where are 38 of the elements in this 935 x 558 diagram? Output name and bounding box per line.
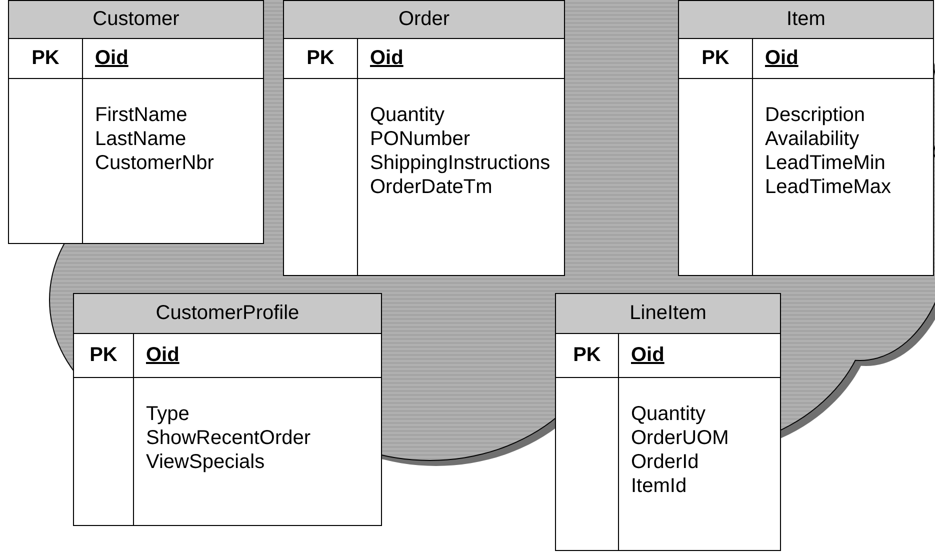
entity-table bbox=[678, 0, 934, 276]
attribute-field: Type bbox=[146, 402, 381, 426]
entity-table bbox=[8, 0, 264, 244]
primary-key-field: Oid bbox=[95, 47, 128, 70]
attribute-field: LastName bbox=[95, 127, 263, 151]
table-name: Order bbox=[398, 8, 450, 31]
attribute-field: PONumber bbox=[370, 127, 564, 151]
attribute-field: ViewSpecials bbox=[146, 450, 381, 474]
key-type: PK bbox=[9, 39, 83, 79]
attribute-field: OrderDateTm bbox=[370, 175, 564, 199]
table-name: Item bbox=[786, 8, 826, 31]
entity-table bbox=[283, 0, 565, 276]
attribute-field: Description bbox=[765, 103, 933, 127]
primary-key-field: Oid bbox=[370, 47, 404, 70]
key-type: PK bbox=[74, 334, 134, 378]
attribute-field: Availability bbox=[765, 127, 933, 151]
attribute-field: FirstName bbox=[95, 103, 263, 127]
primary-key-field: Oid bbox=[631, 344, 664, 367]
attribute-field: CustomerNbr bbox=[95, 151, 263, 175]
attribute-field: LeadTimeMax bbox=[765, 175, 933, 199]
attribute-field: ShippingInstructions bbox=[370, 151, 564, 175]
table-name: CustomerProfile bbox=[156, 302, 300, 325]
table-name: LineItem bbox=[630, 302, 706, 325]
key-type: PK bbox=[679, 39, 753, 79]
attribute-field: LeadTimeMin bbox=[765, 151, 933, 175]
attribute-field: ItemId bbox=[631, 474, 780, 498]
attribute-field: OrderId bbox=[631, 450, 780, 474]
primary-key-field: Oid bbox=[765, 47, 798, 70]
table-name: Customer bbox=[92, 8, 180, 31]
primary-key-field: Oid bbox=[146, 344, 180, 367]
attribute-field: Quantity bbox=[370, 103, 564, 127]
key-type: PK bbox=[556, 334, 619, 378]
attribute-field: ShowRecentOrder bbox=[146, 426, 381, 450]
attribute-field: Quantity bbox=[631, 402, 780, 426]
entity-table bbox=[555, 293, 781, 551]
attribute-field: OrderUOM bbox=[631, 426, 780, 450]
entity-table bbox=[73, 293, 382, 526]
key-type: PK bbox=[284, 39, 358, 79]
